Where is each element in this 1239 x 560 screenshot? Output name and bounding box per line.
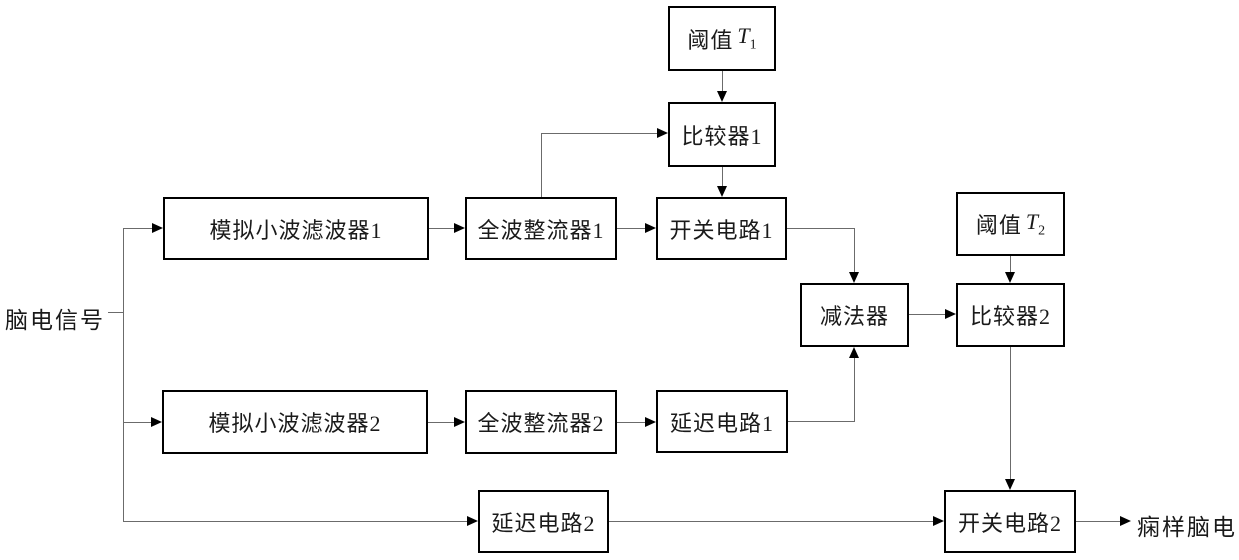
arrowhead: [657, 128, 668, 138]
arrowhead: [717, 186, 727, 197]
node-label: 阈值: [687, 27, 734, 53]
node-label: 延迟电路1: [669, 410, 774, 436]
arrowhead: [467, 516, 478, 526]
edge-comparator2-to-switch2: [1010, 347, 1011, 480]
node-variable: T2: [1025, 208, 1046, 239]
arrowhead: [645, 223, 656, 233]
node-label: 比较器2: [969, 304, 1051, 329]
node-label: 开关电路2: [957, 510, 1062, 536]
edge-rectifier1-to-comparator1-v: [541, 133, 542, 197]
node-label: 比较器1: [681, 123, 763, 149]
arrowhead: [933, 516, 944, 526]
node-label: 模拟小波滤波器2: [208, 411, 382, 436]
arrowhead: [1005, 479, 1015, 490]
node-switch-circuit-1: 开关电路1: [656, 197, 787, 260]
arrowhead: [454, 223, 465, 233]
edge-input-tick: [108, 312, 124, 313]
node-full-wave-rectifier-1: 全波整流器1: [465, 197, 617, 260]
edge-rectifier1-to-switch1: [617, 228, 646, 229]
arrowhead: [1120, 516, 1131, 526]
arrowhead: [151, 417, 162, 427]
edge-threshold1-to-comparator1: [722, 71, 723, 92]
edge-input-to-wavelet1: [123, 228, 153, 229]
node-comparator-2: 比较器2: [956, 283, 1065, 347]
arrowhead: [945, 309, 956, 319]
node-comparator-1: 比较器1: [668, 102, 776, 167]
arrowhead: [849, 272, 859, 283]
node-label: 延迟电路2: [491, 510, 596, 536]
arrowhead: [717, 91, 727, 102]
edge-switch1-to-subtractor-v: [854, 228, 855, 273]
node-delay-circuit-1: 延迟电路1: [656, 390, 788, 453]
edge-rectifier2-to-delay1: [617, 422, 646, 423]
edge-delay1-to-subtractor-h: [788, 421, 855, 422]
node-analog-wavelet-filter-2: 模拟小波滤波器2: [162, 390, 428, 454]
edge-input-trunk: [123, 228, 124, 522]
arrowhead: [645, 417, 656, 427]
arrowhead: [454, 417, 465, 427]
arrowhead: [1005, 272, 1015, 283]
edge-wavelet1-to-rectifier1: [429, 228, 455, 229]
edge-switch2-to-output: [1076, 521, 1121, 522]
edge-rectifier1-to-comparator1-h: [541, 133, 658, 134]
edge-delay1-to-subtractor-v: [854, 357, 855, 422]
edge-threshold2-to-comparator2: [1010, 256, 1011, 273]
edge-switch1-to-subtractor-h: [787, 228, 854, 229]
node-variable: T1: [737, 23, 757, 53]
edge-input-to-wavelet2: [123, 422, 152, 423]
node-label: 全波整流器2: [477, 411, 605, 436]
node-delay-circuit-2: 延迟电路2: [478, 490, 609, 553]
node-label: 全波整流器1: [477, 217, 605, 243]
edge-wavelet2-to-rectifier2: [428, 422, 455, 423]
edge-subtractor-to-comparator2: [909, 314, 946, 315]
input-signal-label: 脑电信号: [5, 308, 105, 333]
node-analog-wavelet-filter-1: 模拟小波滤波器1: [163, 197, 429, 260]
node-label: 阈值: [975, 213, 1022, 238]
node-label: 开关电路1: [669, 217, 774, 243]
arrowhead: [849, 347, 859, 358]
edge-delay2-to-switch2: [609, 521, 934, 522]
output-signal-label: 痫样脑电: [1137, 515, 1237, 540]
node-subtractor: 减法器: [800, 283, 909, 347]
arrowhead: [152, 223, 163, 233]
edge-input-to-delay2: [123, 521, 468, 522]
node-switch-circuit-2: 开关电路2: [944, 490, 1076, 553]
node-label: 减法器: [819, 304, 889, 329]
node-label: 模拟小波滤波器1: [209, 217, 383, 243]
edge-comparator1-to-switch1: [722, 167, 723, 187]
node-full-wave-rectifier-2: 全波整流器2: [465, 390, 617, 454]
